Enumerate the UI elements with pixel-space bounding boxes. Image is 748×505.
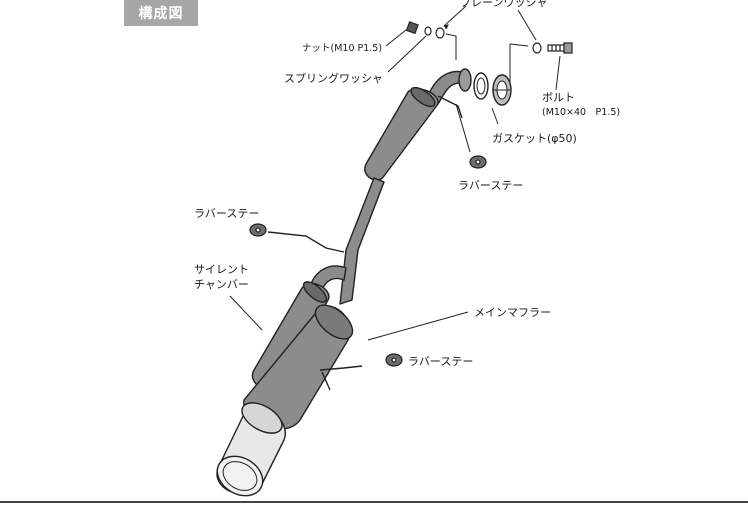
bottom-divider xyxy=(0,501,748,503)
flange-ring-1 xyxy=(458,68,472,92)
label-bolt-line2: (M10×40 P1.5) xyxy=(542,107,620,118)
mid-pipe xyxy=(339,177,385,305)
diagram-title-tag: 構成図 xyxy=(124,0,198,26)
leader-rubber-top xyxy=(455,103,471,153)
label-rubber-stay-top: ラバーステー xyxy=(458,179,523,192)
leader-bolt xyxy=(555,55,561,91)
plain-washer-icon xyxy=(435,27,445,39)
nut-icon xyxy=(405,21,419,35)
label-main-muffler: メインマフラー xyxy=(474,306,551,319)
bolt-icon xyxy=(547,42,573,54)
hanger-rods xyxy=(267,95,463,391)
leader-nut xyxy=(385,29,407,47)
label-bolt-line1: ボルト xyxy=(542,91,575,104)
label-rubber-stay-bottom: ラバーステー xyxy=(408,355,473,368)
label-rubber-stay-left: ラバーステー xyxy=(194,207,259,220)
gasket-ring-1 xyxy=(473,72,489,100)
rubber-stay-top-icon xyxy=(469,155,487,169)
label-plain-washer: プレーンワッシャ xyxy=(460,0,547,9)
label-spring-washer: スプリングワッシャ xyxy=(284,71,383,85)
spring-washer-icon xyxy=(424,26,432,36)
label-nut: ナット(M10 P1.5) xyxy=(302,43,382,54)
leader-gasket xyxy=(491,107,499,125)
fasteners xyxy=(405,21,573,82)
gasket-parts xyxy=(458,68,512,106)
leader-plain-washer xyxy=(443,5,467,27)
rubber-stay-left-icon xyxy=(249,223,267,237)
leader-spring-washer xyxy=(387,35,427,73)
leader-plain-washer-right xyxy=(517,9,537,41)
plain-washer-right-icon xyxy=(532,42,542,54)
label-silent-line2: チャンバー xyxy=(194,278,249,291)
rubber-stay-bottom-icon xyxy=(385,353,403,367)
label-gasket: ガスケット(φ50) xyxy=(492,132,577,145)
leader-lines xyxy=(229,5,561,341)
leader-silent xyxy=(229,295,263,331)
exhaust-assembly xyxy=(216,70,466,497)
rubber-stays xyxy=(249,155,487,367)
leader-main xyxy=(367,311,469,341)
tail-tip-mouth xyxy=(216,455,264,497)
labels: プレーンワッシャ ナット(M10 P1.5) スプリングワッシャ ボルト (M1… xyxy=(194,0,620,368)
front-resonator-cap xyxy=(410,86,436,108)
label-silent-line1: サイレント xyxy=(194,263,249,276)
